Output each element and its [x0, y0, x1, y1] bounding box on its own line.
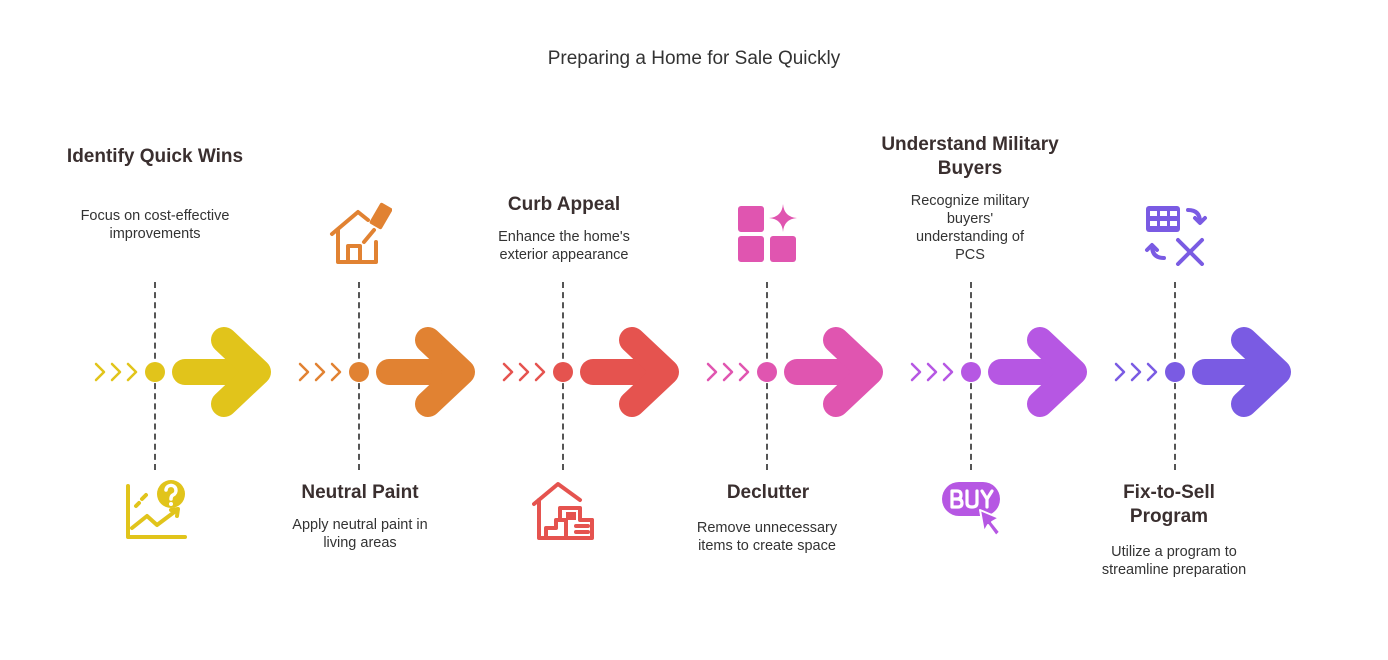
step-description: Remove unnecessary items to create space: [696, 520, 838, 554]
arrow-right-icon: [988, 327, 1087, 417]
step-heading: Fix-to-Sell Program: [1123, 482, 1215, 527]
timeline-dot: [1165, 362, 1185, 382]
arrow-right-icon: [580, 327, 679, 417]
chevrons-icon: [706, 362, 750, 382]
house-paintbrush-icon: [330, 202, 392, 264]
step-description: Recognize military buyers' understanding…: [910, 193, 1030, 263]
timeline-dot: [349, 362, 369, 382]
step-heading: Understand Military Buyers: [881, 134, 1059, 179]
timeline-dot: [145, 362, 165, 382]
chevrons-icon: [502, 362, 546, 382]
arrow-right-icon: [784, 327, 883, 417]
chevrons-icon: [910, 362, 954, 382]
step-description: Enhance the home's exterior appearance: [498, 229, 630, 263]
timeline-dot: [757, 362, 777, 382]
step-heading: Neutral Paint: [301, 482, 419, 503]
timeline-dot: [553, 362, 573, 382]
house-exterior-icon: [532, 482, 594, 540]
buy-cursor-icon: [942, 482, 1001, 537]
arrow-right-icon: [376, 327, 475, 417]
diagram-title: Preparing a Home for Sale Quickly: [547, 48, 841, 69]
chevrons-icon: [94, 362, 138, 382]
table-transform-icon: [1145, 206, 1207, 266]
step-heading: Identify Quick Wins: [66, 146, 244, 167]
chevrons-icon: [1114, 362, 1158, 382]
timeline-dot: [961, 362, 981, 382]
arrow-right-icon: [1192, 327, 1291, 417]
step-description: Utilize a program to streamline preparat…: [1101, 544, 1247, 578]
step-description: Focus on cost-effective improvements: [80, 208, 230, 242]
chevrons-icon: [298, 362, 342, 382]
step-description: Apply neutral paint in living areas: [292, 517, 428, 551]
organize-grid-icon: [738, 204, 797, 262]
chart-question-icon: [126, 480, 187, 539]
step-heading: Declutter: [726, 482, 810, 503]
arrow-right-icon: [172, 327, 271, 417]
step-heading: Curb Appeal: [507, 194, 621, 215]
